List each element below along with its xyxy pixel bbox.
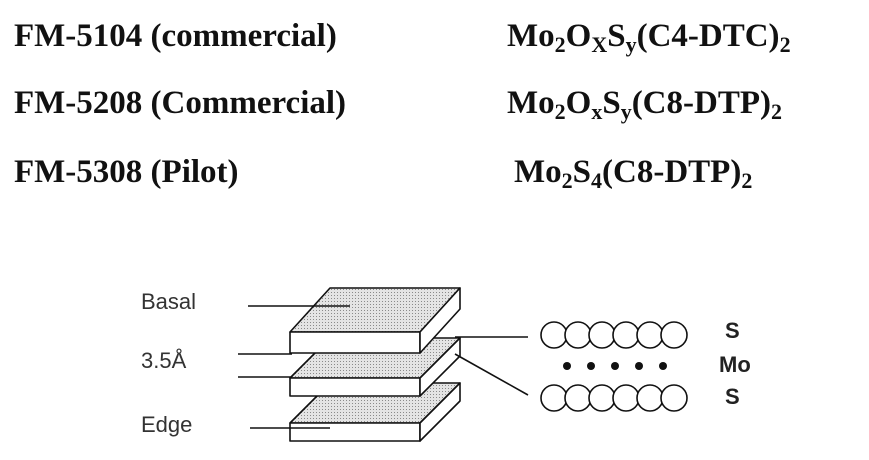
- product-formula-3: Mo2S4(C8-DTP)2: [514, 154, 753, 193]
- atom-label-s-top: S: [725, 318, 740, 343]
- product-formula-2: Mo2OxSy(C8-DTP)2: [507, 85, 782, 124]
- product-code-1: FM-5104 (commercial): [14, 18, 337, 54]
- product-code-2: FM-5208 (Commercial): [14, 85, 347, 121]
- atom-label-s-bottom: S: [725, 384, 740, 409]
- label-edge: Edge: [141, 412, 193, 437]
- leader-to-layer-bottom: [454, 353, 529, 396]
- atom-row-mo: [563, 362, 667, 370]
- atom-row-s-top: [540, 321, 688, 349]
- product-formula-1: Mo2OXSy(C4-DTC)2: [507, 18, 791, 57]
- atom-row-s-bottom: [540, 384, 688, 412]
- atom-label-mo: Mo: [719, 352, 751, 377]
- product-code-3: FM-5308 (Pilot): [14, 154, 239, 190]
- label-basal: Basal: [141, 289, 197, 314]
- slab-top: [289, 287, 461, 354]
- label-spacing: 3.5Å: [141, 348, 187, 373]
